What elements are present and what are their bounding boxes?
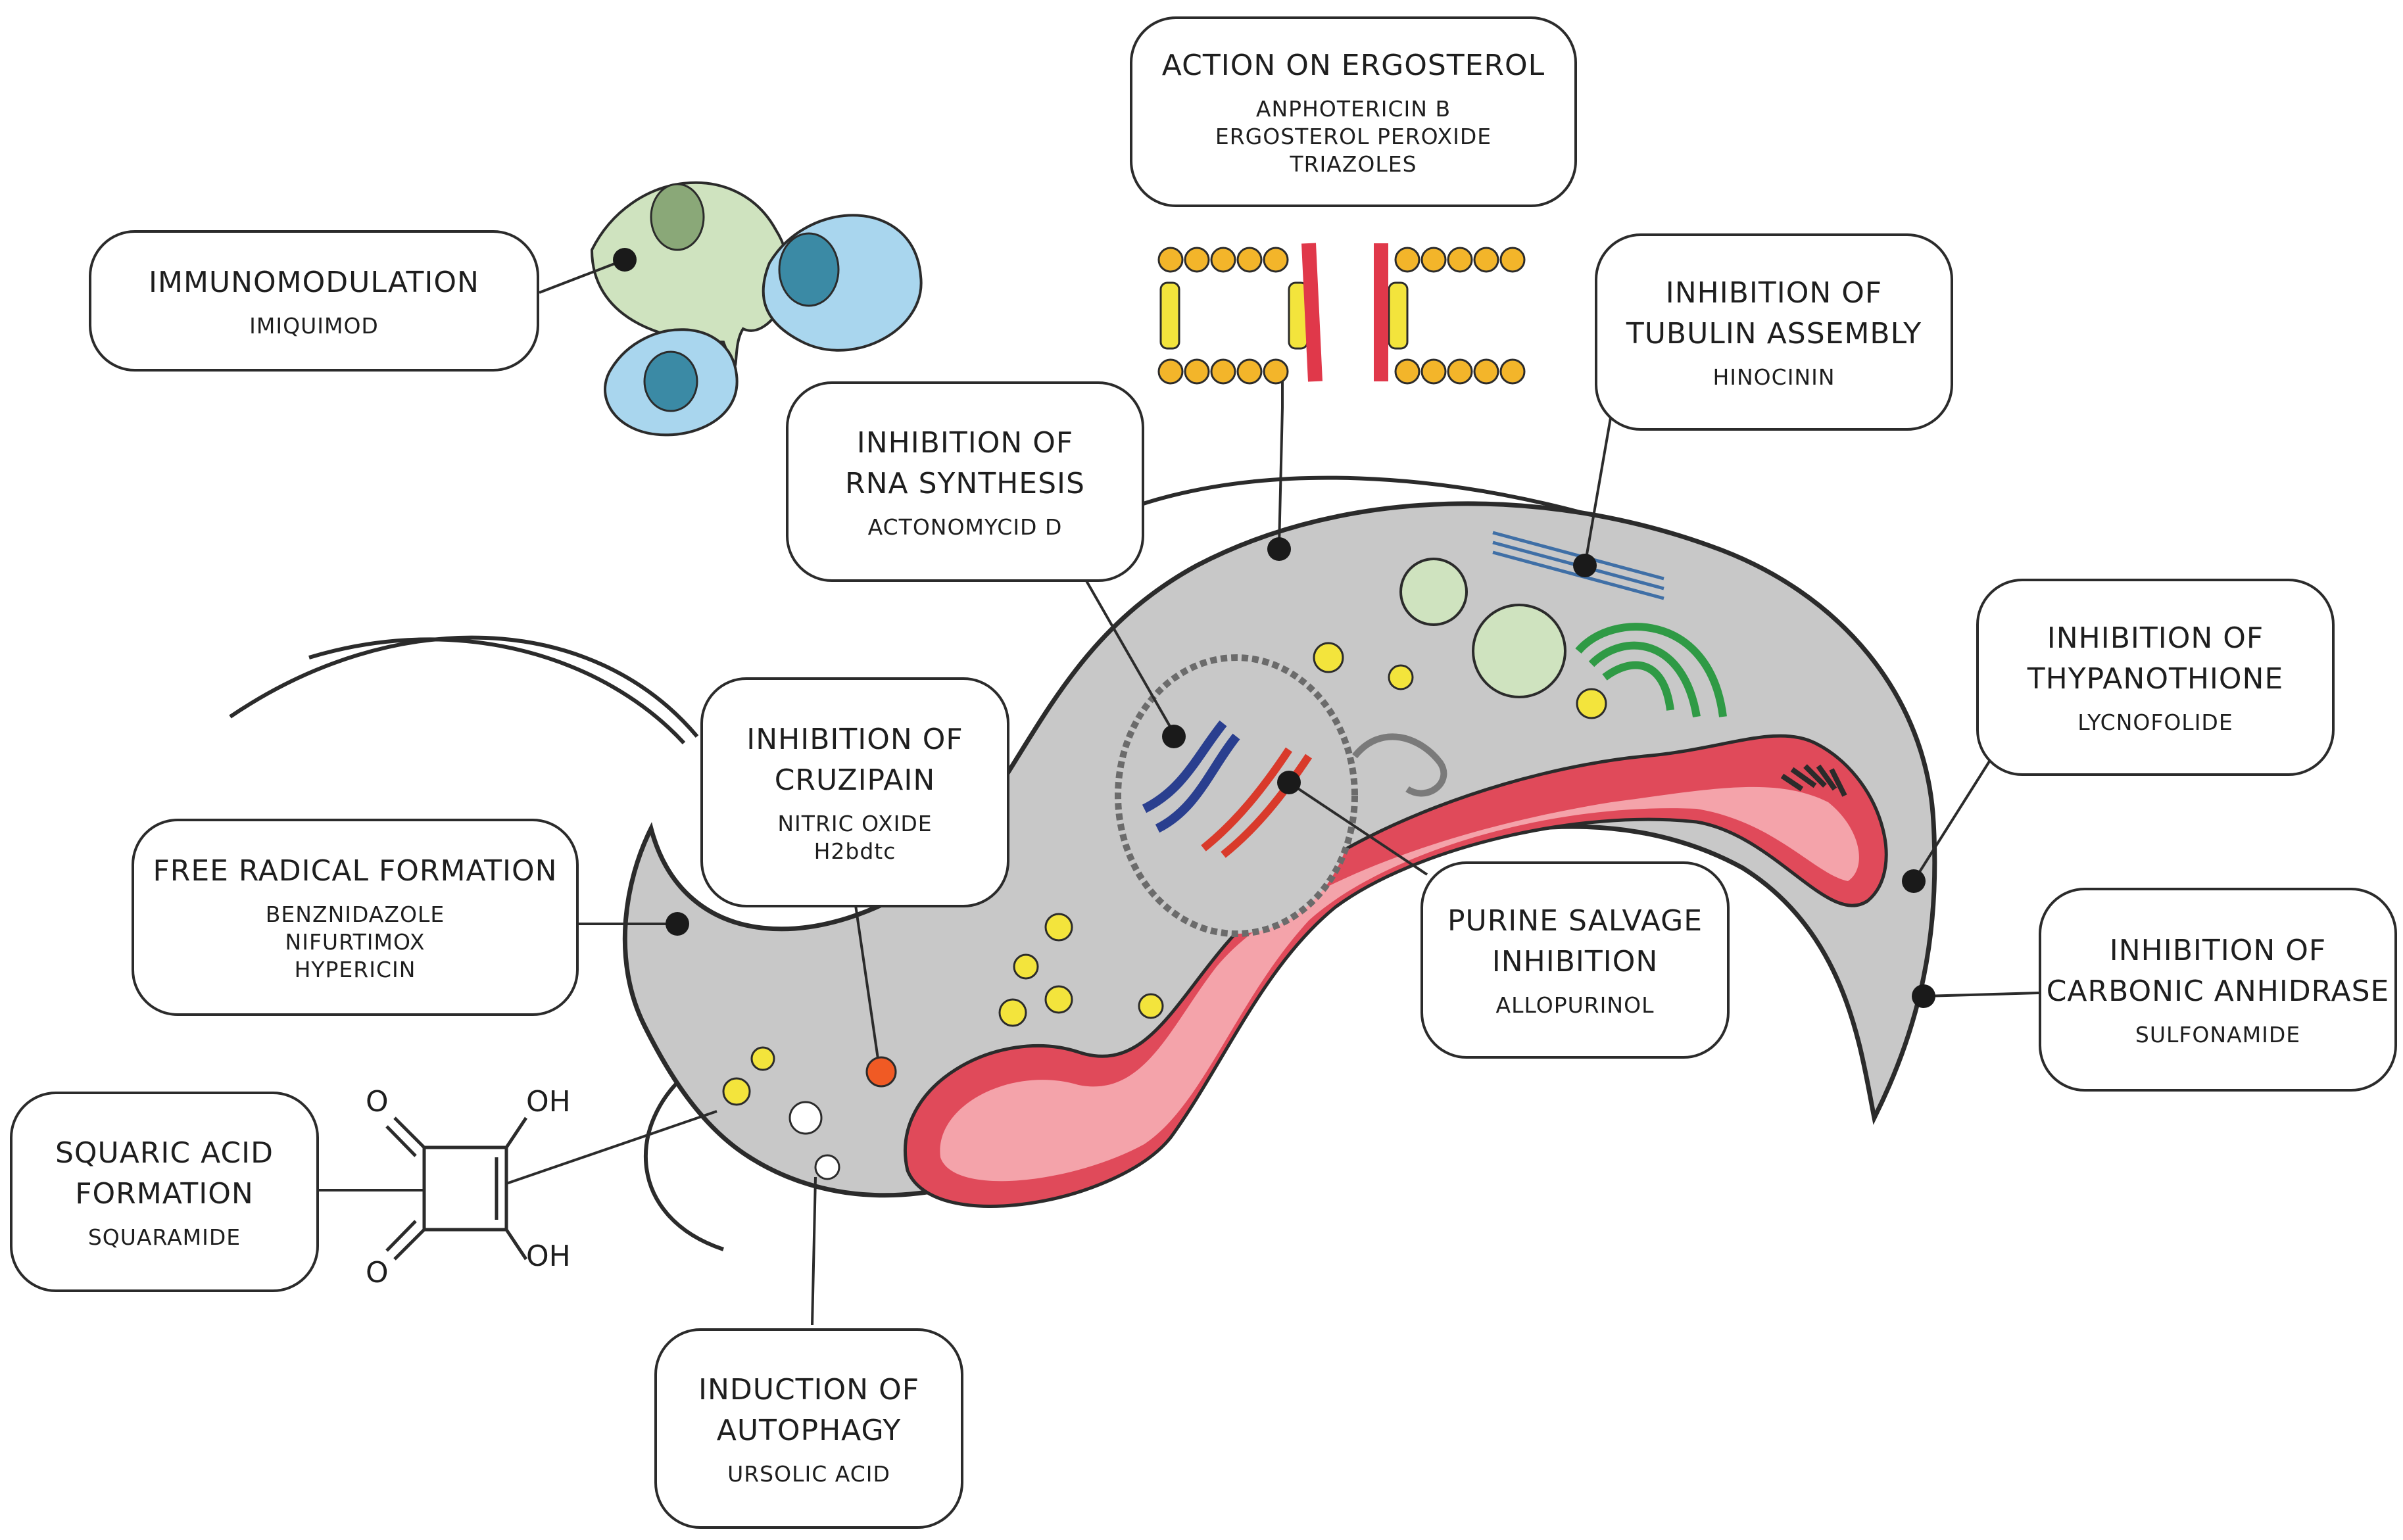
- label-purine: PURINE SALVAGE INHIBITION ALLOPURINOL: [1420, 861, 1730, 1059]
- macrophage-green-nucleus: [650, 183, 705, 251]
- kinetoplast-dna: [1780, 764, 1847, 797]
- label-autophagy-drugs: URSOLIC ACID: [727, 1460, 890, 1487]
- flagellum-bottom-strand: [643, 1063, 724, 1251]
- dot-ergosterol: [1267, 537, 1291, 561]
- connector-trypanothione: [1912, 755, 1994, 882]
- dot-trypanothione: [1902, 869, 1926, 893]
- mitochondrion: [904, 734, 1888, 1208]
- label-ergosterol-drugs: ANPHOTERICIN B ERGOSTEROL PEROXIDE TRIAZ…: [1215, 96, 1492, 177]
- label-trypanothione-title: INHIBITION OF THYPANOTHIONE: [2027, 621, 2284, 696]
- label-rna-drugs: ACTONOMYCID D: [867, 514, 1063, 540]
- connector-immunomodulation: [539, 258, 625, 294]
- label-carbonic-title: INHIBITION OF CARBONIC ANHIDRASE: [2046, 934, 2390, 1008]
- label-cruzipain-title: INHIBITION OF CRUZIPAIN: [746, 723, 963, 797]
- connector-tubulin: [1584, 414, 1613, 566]
- label-squaric: SQUARIC ACID FORMATION SQUARAMIDE: [10, 1092, 319, 1292]
- ergosterol-right: [1388, 281, 1409, 350]
- label-immunomodulation: IMMUNOMODULATION IMIQUIMOD: [89, 230, 539, 372]
- label-purine-drugs: ALLOPURINOL: [1495, 992, 1655, 1018]
- label-tubulin-drugs: HINOCININ: [1712, 364, 1835, 390]
- amphotericin-channel-left: [1301, 243, 1323, 382]
- endoplasmic-reticulum: [1352, 733, 1447, 797]
- label-free-radical-drugs: BENZNIDAZOLE NIFURTIMOX HYPERICIN: [265, 902, 445, 982]
- flagellum-left-strand: [308, 637, 686, 745]
- connector-rna: [1084, 578, 1175, 734]
- connectors: [319, 258, 2039, 1326]
- membrane-bilayer-right: [1374, 243, 1526, 385]
- flagellum-left-tip: [229, 635, 699, 738]
- label-ergosterol: ACTION ON ERGOSTEROL ANPHOTERICIN B ERGO…: [1130, 16, 1577, 207]
- autophagosome-2: [814, 1154, 840, 1180]
- label-autophagy: INDUCTION OF AUTOPHAGY URSOLIC ACID: [654, 1328, 963, 1529]
- connector-carbonic: [1923, 992, 2039, 998]
- granules: [722, 642, 1607, 1106]
- squaric-acid-structure: [385, 1117, 528, 1261]
- connector-ergosterol: [1278, 381, 1284, 546]
- membrane-bilayer-left: [1157, 243, 1323, 385]
- orange-vesicle: [865, 1056, 897, 1088]
- label-cruzipain-drugs: NITRIC OXIDE H2bdtc: [777, 811, 933, 864]
- chem-o-bottom: O: [366, 1256, 389, 1289]
- dot-immunomodulation: [613, 248, 637, 272]
- golgi-apparatus: [1575, 623, 1727, 717]
- label-carbonic-drugs: SULFONAMIDE: [2135, 1022, 2301, 1047]
- connector-autophagy: [811, 1176, 817, 1326]
- connector-dots: [613, 248, 1935, 1008]
- dot-carbonic: [1912, 984, 1935, 1008]
- label-autophagy-title: INDUCTION OF AUTOPHAGY: [698, 1372, 920, 1447]
- label-free-radical-title: FREE RADICAL FORMATION: [153, 854, 558, 888]
- connector-squaric-right: [506, 1110, 717, 1185]
- label-rna-title: INHIBITION OF RNA SYNTHESIS: [845, 425, 1085, 500]
- label-squaric-title: SQUARIC ACID FORMATION: [55, 1136, 274, 1211]
- label-carbonic: INHIBITION OF CARBONIC ANHIDRASE SULFONA…: [2039, 888, 2397, 1092]
- dot-rna: [1162, 725, 1186, 748]
- chem-o-top: O: [366, 1085, 389, 1119]
- label-purine-title: PURINE SALVAGE INHIBITION: [1447, 904, 1703, 978]
- label-cruzipain: INHIBITION OF CRUZIPAIN NITRIC OXIDE H2b…: [700, 677, 1009, 907]
- dot-tubulin: [1573, 554, 1597, 577]
- connector-cruzipain: [854, 900, 879, 1059]
- label-squaric-drugs: SQUARAMIDE: [87, 1224, 241, 1250]
- label-tubulin: INHIBITION OF TUBULIN ASSEMBLY HINOCININ: [1595, 233, 1953, 431]
- monocyte-right-nucleus: [778, 232, 840, 307]
- vesicle-green-1: [1399, 558, 1468, 626]
- label-trypanothione: INHIBITION OF THYPANOTHIONE LYCNOFOLIDE: [1976, 579, 2335, 776]
- label-rna: INHIBITION OF RNA SYNTHESIS ACTONOMYCID …: [786, 381, 1144, 582]
- ergosterol-left-a: [1159, 281, 1180, 350]
- label-free-radical: FREE RADICAL FORMATION BENZNIDAZOLE NIFU…: [132, 819, 579, 1016]
- label-immunomodulation-title: IMMUNOMODULATION: [149, 265, 479, 299]
- dot-free-radical: [666, 912, 689, 936]
- host-cells: [590, 181, 923, 437]
- dna-blue-strand: [1142, 720, 1240, 833]
- dna-red-strand: [1201, 747, 1312, 858]
- label-trypanothione-drugs: LYCNOFOLIDE: [2077, 710, 2233, 735]
- vesicle-green-2: [1472, 604, 1566, 698]
- chem-oh-top: OH: [526, 1085, 571, 1119]
- dot-purine: [1277, 771, 1301, 794]
- autophagosome-1: [789, 1101, 823, 1135]
- connector-purine: [1288, 781, 1428, 876]
- mitochondrion-inner: [940, 786, 1859, 1182]
- label-immunomodulation-drugs: IMIQUIMOD: [249, 312, 379, 339]
- chem-oh-bottom: OH: [526, 1239, 571, 1273]
- label-ergosterol-title: ACTION ON ERGOSTEROL: [1161, 49, 1545, 82]
- label-tubulin-title: INHIBITION OF TUBULIN ASSEMBLY: [1626, 276, 1922, 350]
- monocyte-left-nucleus: [643, 350, 698, 412]
